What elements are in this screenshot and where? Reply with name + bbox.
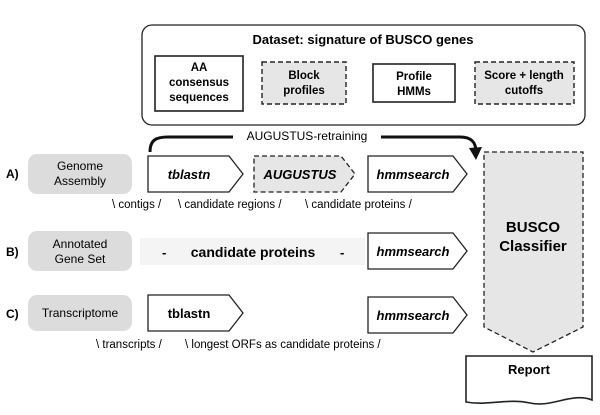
svg-text:Gene Set: Gene Set [55, 252, 106, 266]
svg-text:AUGUSTUS: AUGUSTUS [263, 167, 337, 182]
row-b: B) Annotated Gene Set - candidate protei… [6, 231, 468, 271]
row-c: C) Transcriptome tblastn hmmsearch \ tra… [6, 294, 468, 351]
step-hmmsearch-c: hmmsearch [367, 296, 468, 334]
candidate-proteins-label: candidate proteins [191, 244, 316, 260]
svg-text:Transcriptome: Transcriptome [42, 306, 119, 320]
svg-text:Score + length: Score + length [484, 70, 564, 82]
row-letter-a: A) [6, 167, 19, 181]
flow-transcripts: \ transcripts / [96, 339, 163, 351]
svg-text:Block: Block [288, 70, 320, 82]
svg-text:hmmsearch: hmmsearch [377, 167, 450, 182]
classifier-line2: Classifier [499, 238, 567, 255]
flow-candidate-regions: \ candidate regions / [178, 199, 282, 211]
dataset-item-aa-consensus: AA consensus sequences [154, 55, 244, 112]
retraining-arrowhead [469, 147, 482, 160]
dataset-item-score-cutoffs: Score + length cutoffs [474, 61, 575, 105]
input-transcriptome: Transcriptome [28, 295, 132, 331]
report-title: Report [508, 362, 551, 377]
svg-text:HMMs: HMMs [397, 86, 431, 98]
svg-text:Genome: Genome [57, 159, 103, 173]
flow-candidate-proteins: \ candidate proteins / [305, 199, 413, 211]
svg-text:sequences: sequences [169, 92, 228, 104]
svg-text:Annotated: Annotated [53, 237, 108, 251]
input-annotated-gene-set: Annotated Gene Set [28, 231, 132, 271]
step-augustus-a: AUGUSTUS [253, 155, 356, 193]
svg-text:hmmsearch: hmmsearch [377, 244, 450, 259]
dataset-item-block-profiles: Block profiles [261, 61, 347, 105]
svg-text:profiles: profiles [283, 85, 325, 97]
flow-longest-orfs: \ longest ORFs as candidate proteins / [185, 339, 381, 351]
input-genome-assembly: Genome Assembly [28, 154, 132, 194]
svg-text:Assembly: Assembly [54, 174, 106, 188]
dash-right: - [340, 245, 344, 260]
svg-text:consensus: consensus [169, 77, 229, 89]
step-tblastn-a: tblastn [147, 155, 244, 193]
step-tblastn-c: tblastn [147, 294, 244, 332]
busco-classifier: BUSCO Classifier [483, 151, 584, 353]
dataset-item-profile-hmms: Profile HMMs [372, 63, 456, 103]
svg-text:Profile: Profile [396, 71, 432, 83]
retraining-bracket: AUGUSTUS-retraining [148, 128, 482, 160]
svg-text:AA: AA [191, 62, 208, 74]
svg-text:tblastn: tblastn [168, 167, 211, 182]
dash-left: - [162, 245, 166, 260]
row-letter-c: C) [6, 307, 19, 321]
dataset-title: Dataset: signature of BUSCO genes [252, 32, 473, 47]
classifier-line1: BUSCO [506, 219, 561, 236]
step-hmmsearch-b: hmmsearch [367, 232, 468, 270]
flow-contigs: \ contigs / [112, 199, 162, 211]
retraining-label: AUGUSTUS-retraining [247, 129, 368, 143]
svg-text:tblastn: tblastn [168, 306, 211, 321]
row-letter-b: B) [6, 245, 19, 259]
row-a: A) Genome Assembly tblastn AUGUSTUS hmms… [6, 154, 468, 211]
svg-text:hmmsearch: hmmsearch [377, 308, 450, 323]
report-box: Report [465, 355, 593, 405]
candidate-proteins-band [140, 238, 365, 265]
dataset-panel: Dataset: signature of BUSCO genes AA con… [141, 24, 586, 126]
step-hmmsearch-a: hmmsearch [367, 155, 468, 193]
svg-text:cutoffs: cutoffs [505, 85, 543, 97]
